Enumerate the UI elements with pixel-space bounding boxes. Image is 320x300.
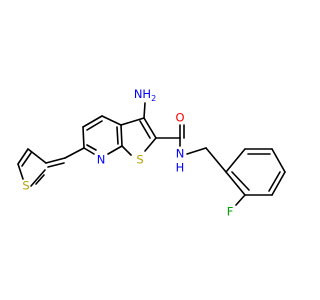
carbonyl-o-label: O [175, 111, 184, 125]
bond [116, 126, 119, 145]
bond [121, 145, 132, 156]
bond [64, 147, 85, 159]
bond [86, 144, 97, 151]
bond [143, 102, 146, 119]
bond [271, 148, 286, 173]
bond [47, 162, 65, 168]
bond [139, 120, 151, 139]
bond [225, 171, 246, 196]
amino-label-text: NH [134, 87, 151, 101]
bond [231, 171, 250, 191]
bond [35, 174, 45, 185]
bond [17, 148, 29, 165]
pyridine-n-label: N [97, 153, 106, 167]
thieno-s-label: S [136, 153, 143, 167]
bond [86, 120, 103, 131]
bond [82, 115, 103, 128]
bond [186, 147, 207, 155]
bond [143, 117, 157, 139]
bond [27, 148, 47, 164]
bond [225, 148, 246, 173]
bond [101, 115, 122, 126]
amino-label-subscript: 2 [151, 94, 156, 103]
bond [83, 147, 95, 155]
bond [205, 147, 227, 173]
bond [82, 126, 85, 149]
bond [120, 124, 123, 147]
bond [45, 157, 66, 164]
bond [17, 163, 24, 180]
bond [268, 171, 281, 192]
thiophene-s-label: S [22, 179, 29, 193]
bond [235, 194, 246, 206]
bond [271, 171, 286, 196]
bond [120, 117, 145, 126]
amide-h-label: H [176, 161, 185, 175]
molecule-structure: NH2 O S N S N H F [17, 87, 286, 219]
amino-label: NH2 [134, 87, 156, 103]
bond [107, 145, 123, 155]
molecule-canvas: NH2 O S N S N H F [17, 86, 286, 219]
bond [30, 169, 46, 187]
bond [21, 152, 32, 167]
amide-n-label: N [176, 147, 185, 161]
fluorine-label: F [227, 205, 234, 219]
bond [144, 137, 157, 152]
